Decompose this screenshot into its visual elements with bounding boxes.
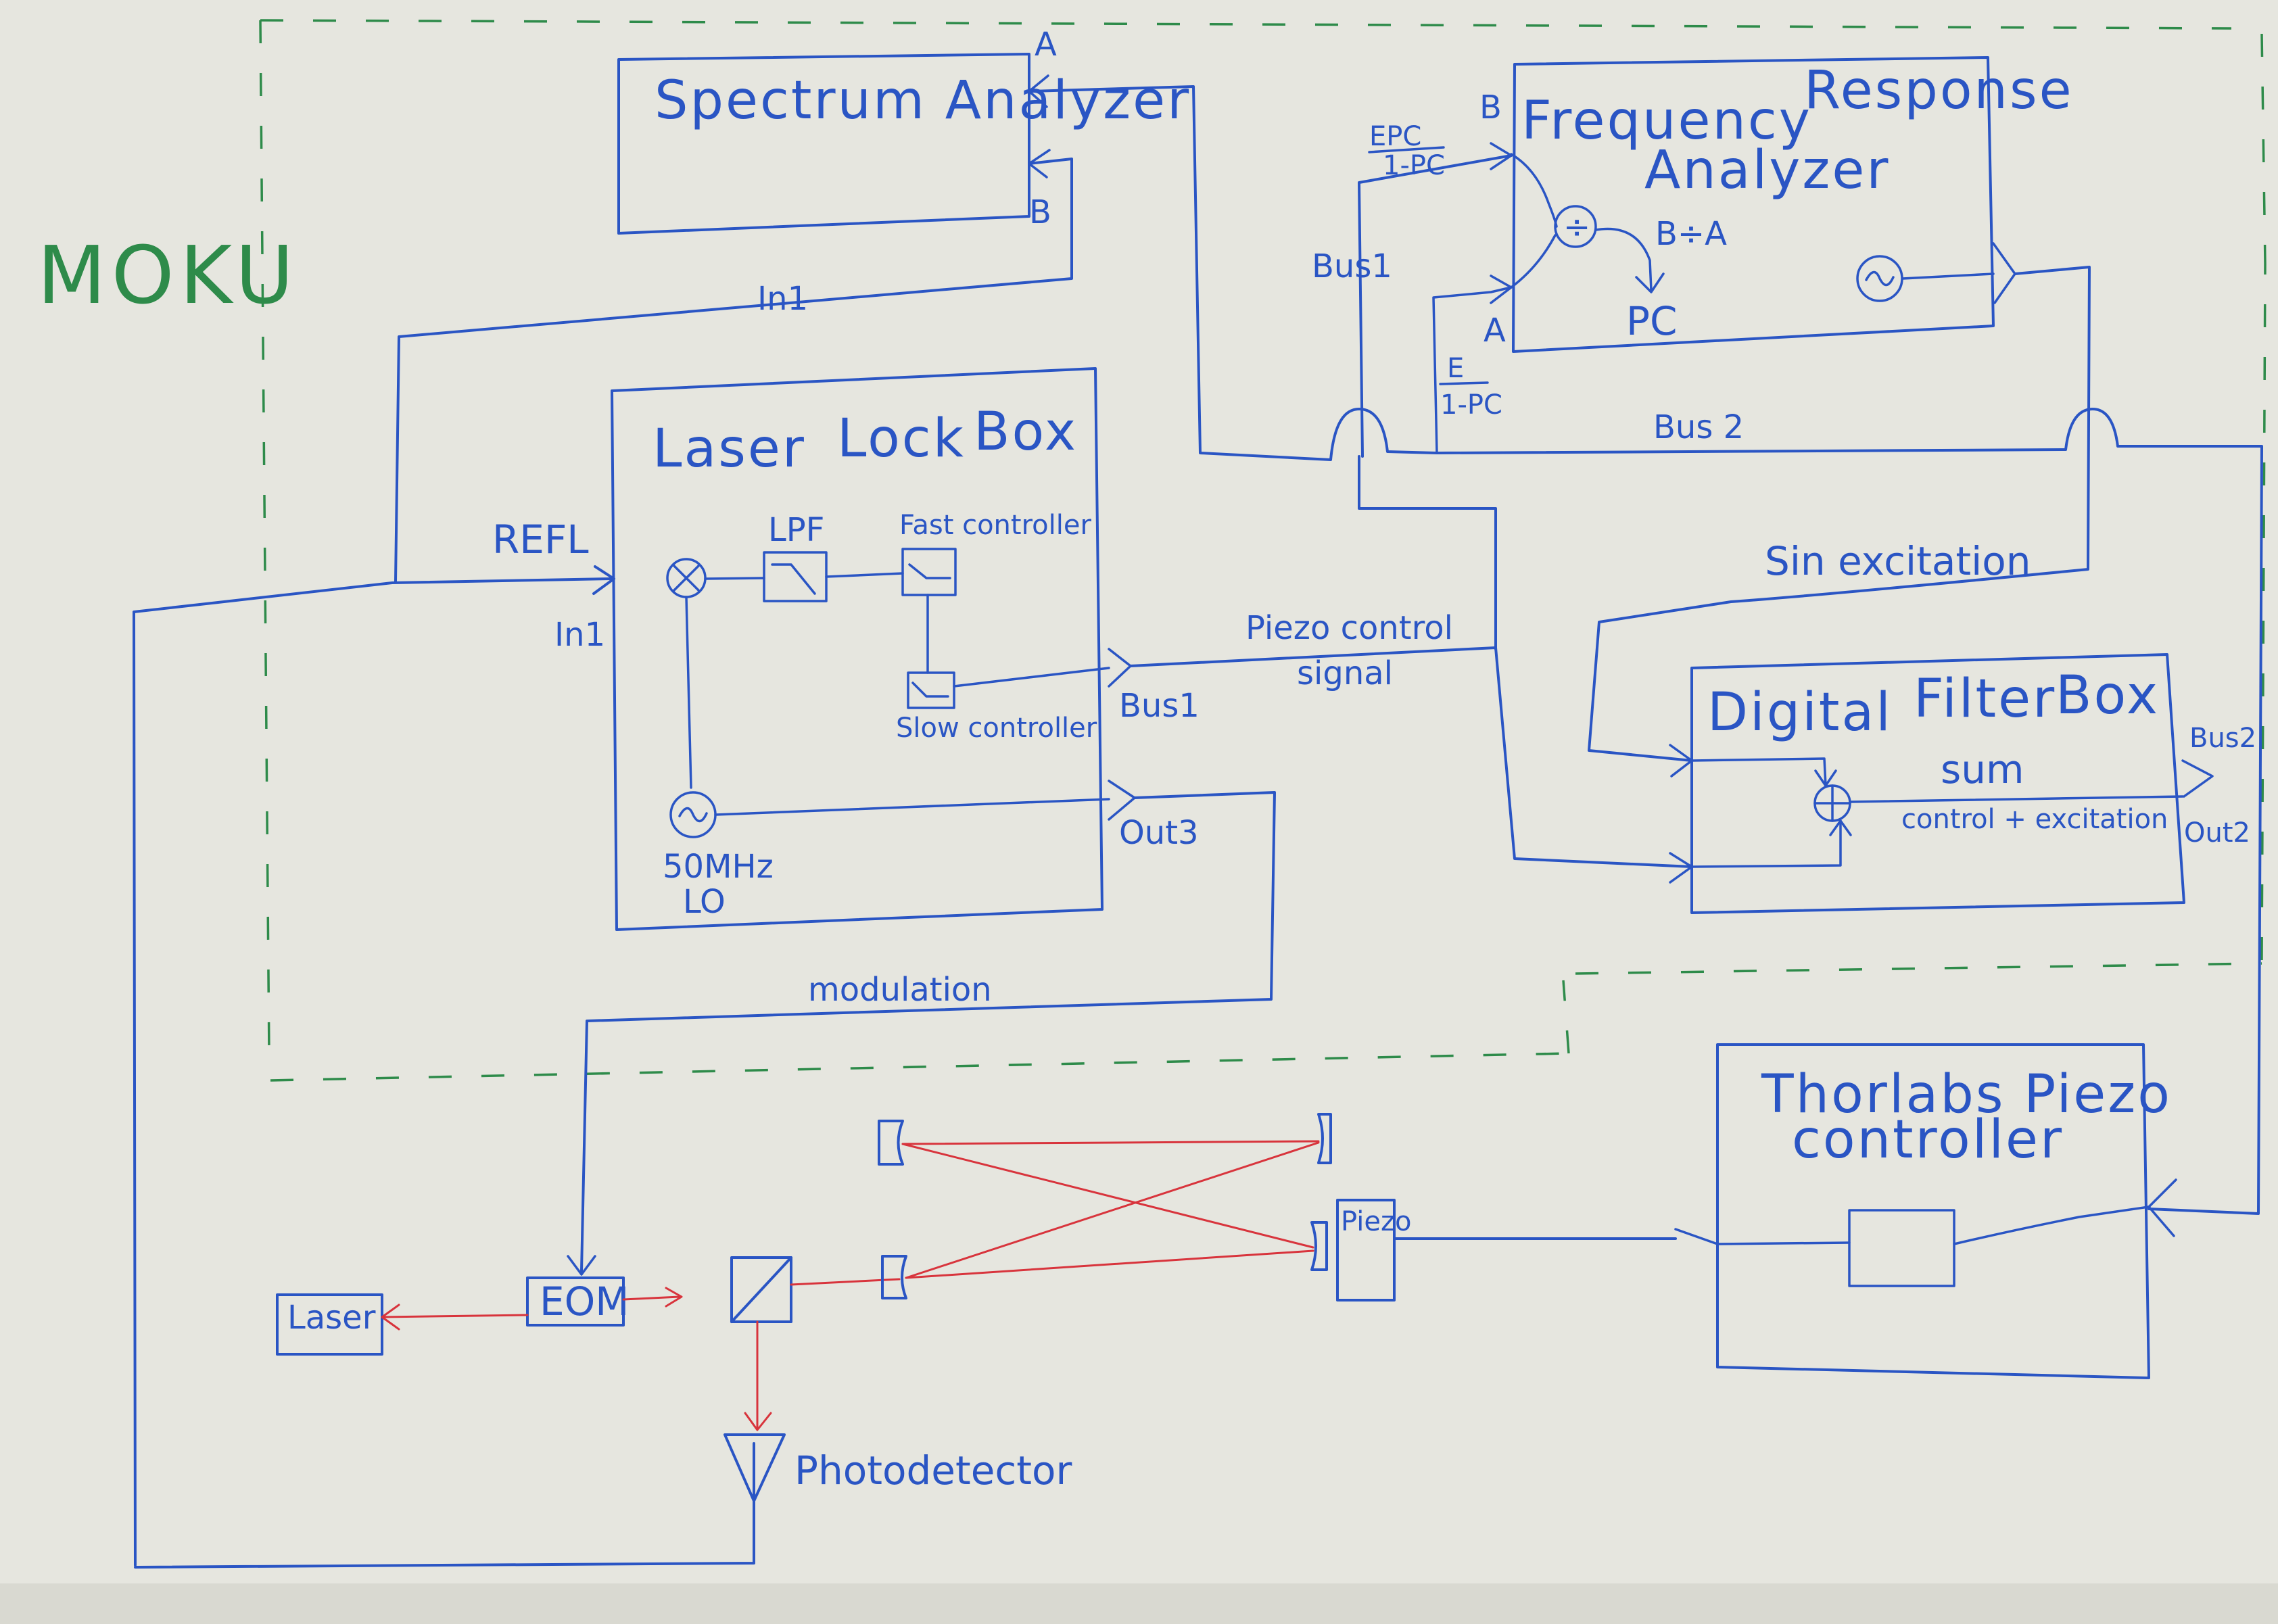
bus1-label-fra: Bus1 xyxy=(1312,247,1392,285)
bus2-wire xyxy=(1435,408,2263,1215)
laser-lock-box: Laser Lock Box LPF Fast controller Slow … xyxy=(554,367,1200,931)
fra-title-line2: Response xyxy=(1804,60,2074,121)
eom-label: EOM xyxy=(540,1279,629,1324)
pc-result-label: PC xyxy=(1626,298,1677,344)
llb-title-word1: Laser xyxy=(652,419,806,479)
bus1-trunk xyxy=(1358,455,1497,650)
bus2-label: Bus 2 xyxy=(1653,408,1744,446)
dfb-bus-label: Bus2 xyxy=(2189,723,2256,754)
moku-boundary xyxy=(259,19,2267,1082)
photodetector-wire xyxy=(134,1442,755,1569)
slow-controller-block xyxy=(907,671,955,709)
thorlabs-title-line2: controller xyxy=(1792,1109,2064,1170)
dfb-title-word3: Box xyxy=(2056,665,2160,726)
refl-label: REFL xyxy=(492,517,589,563)
photodetector-label: Photodetector xyxy=(794,1448,1072,1494)
lpf-label: LPF xyxy=(768,511,824,549)
optical-bench: Laser EOM Piezo Photodetector xyxy=(276,1113,1411,1502)
spectrum-a-wire xyxy=(1028,85,1438,461)
sum-label: sum xyxy=(1941,746,2024,792)
divide-symbol: ÷ xyxy=(1563,208,1590,246)
laser-beam-eom xyxy=(381,1314,529,1318)
laser-label: Laser xyxy=(287,1299,376,1337)
spectrum-analyzer-input-label: In1 xyxy=(757,280,808,318)
spectrum-input-wire xyxy=(394,158,1073,583)
fra-port-b-signal-numerator: EPC xyxy=(1369,121,1421,152)
dfb-out-label: Out2 xyxy=(2184,817,2250,849)
modulation-wire xyxy=(580,791,1276,1272)
llb-bus-label: Bus1 xyxy=(1119,687,1200,725)
laser-lock-box-outline xyxy=(611,367,1104,931)
fra-title-line3: Analyzer xyxy=(1644,140,1890,201)
ratio-label: B÷A xyxy=(1655,215,1727,253)
fra-port-b: B xyxy=(1479,89,1502,126)
spectrum-analyzer-port-a: A xyxy=(1035,26,1057,64)
llb-out-label: Out3 xyxy=(1119,814,1199,852)
lo-label: LO xyxy=(683,883,726,921)
llb-input-label: In1 xyxy=(554,616,605,654)
divider-circle xyxy=(1554,205,1597,248)
beam-splitter xyxy=(730,1256,792,1323)
spectrum-analyzer-title: Spectrum Analyzer xyxy=(655,70,1191,131)
bus1-fra-wire xyxy=(1358,154,1513,458)
spectrum-analyzer-port-b: B xyxy=(1029,193,1051,231)
frequency-response-analyzer: Frequency Response Analyzer B A EPC 1-PC… xyxy=(1368,56,2074,421)
thorlabs-piezo-controller: Thorlabs Piezo controller xyxy=(1674,1043,2177,1379)
fast-controller-block xyxy=(901,548,957,596)
fra-port-a: A xyxy=(1484,312,1506,350)
llb-title-word2: Lock xyxy=(837,408,966,469)
piezo-control-wire xyxy=(1129,646,1693,868)
sin-excitation-label: Sin excitation xyxy=(1765,538,2031,584)
thorlabs-inner-block xyxy=(1848,1209,1955,1287)
cavity-mirror-top-left xyxy=(878,1120,904,1166)
signal-wiring: REFL Bus 2 Bus1 Piezo control signal Sin… xyxy=(133,74,2263,1569)
sin-excitation-wire xyxy=(1588,266,2091,762)
slow-controller-label: Slow controller xyxy=(896,713,1097,744)
spectrum-analyzer: Spectrum Analyzer A B In1 xyxy=(617,26,1191,318)
sum-description: control + excitation xyxy=(1901,804,2168,835)
spectrum-analyzer-box xyxy=(617,53,1030,235)
fra-port-a-signal-numerator: E xyxy=(1447,353,1464,384)
cavity-mirror-top-right xyxy=(1317,1113,1332,1164)
thorlabs-title-line1: Thorlabs Piezo xyxy=(1761,1064,2172,1125)
signal-label: signal xyxy=(1297,654,1393,692)
piezo-label: Piezo xyxy=(1341,1206,1411,1237)
fra-title-line1: Frequency xyxy=(1521,91,1812,151)
fra-box xyxy=(1512,56,1995,353)
dfb-title-word1: Digital xyxy=(1707,682,1893,743)
laser-box xyxy=(276,1293,383,1356)
moku-label: MOKU xyxy=(37,229,299,322)
piezo-control-label: Piezo control xyxy=(1245,609,1453,647)
eom-box xyxy=(526,1276,625,1327)
dfb-title-word2: Filter xyxy=(1914,669,2056,730)
piezo-box xyxy=(1336,1199,1396,1301)
llb-title-word3: Box xyxy=(974,402,1078,462)
modulation-label: modulation xyxy=(808,971,992,1009)
cavity-mirror-bottom-left xyxy=(881,1255,907,1299)
cavity-mirror-bottom-right xyxy=(1310,1221,1328,1271)
lo-frequency-label: 50MHz xyxy=(663,848,774,886)
photodetector-icon xyxy=(723,1433,786,1502)
fast-controller-label: Fast controller xyxy=(899,510,1091,541)
refl-wire xyxy=(133,577,613,1567)
fra-port-a-signal-denominator: 1-PC xyxy=(1440,389,1502,421)
digital-filter-box-outline xyxy=(1690,653,2185,914)
digital-filter-box: Digital Filter Box sum control + excitat… xyxy=(1690,653,2256,914)
